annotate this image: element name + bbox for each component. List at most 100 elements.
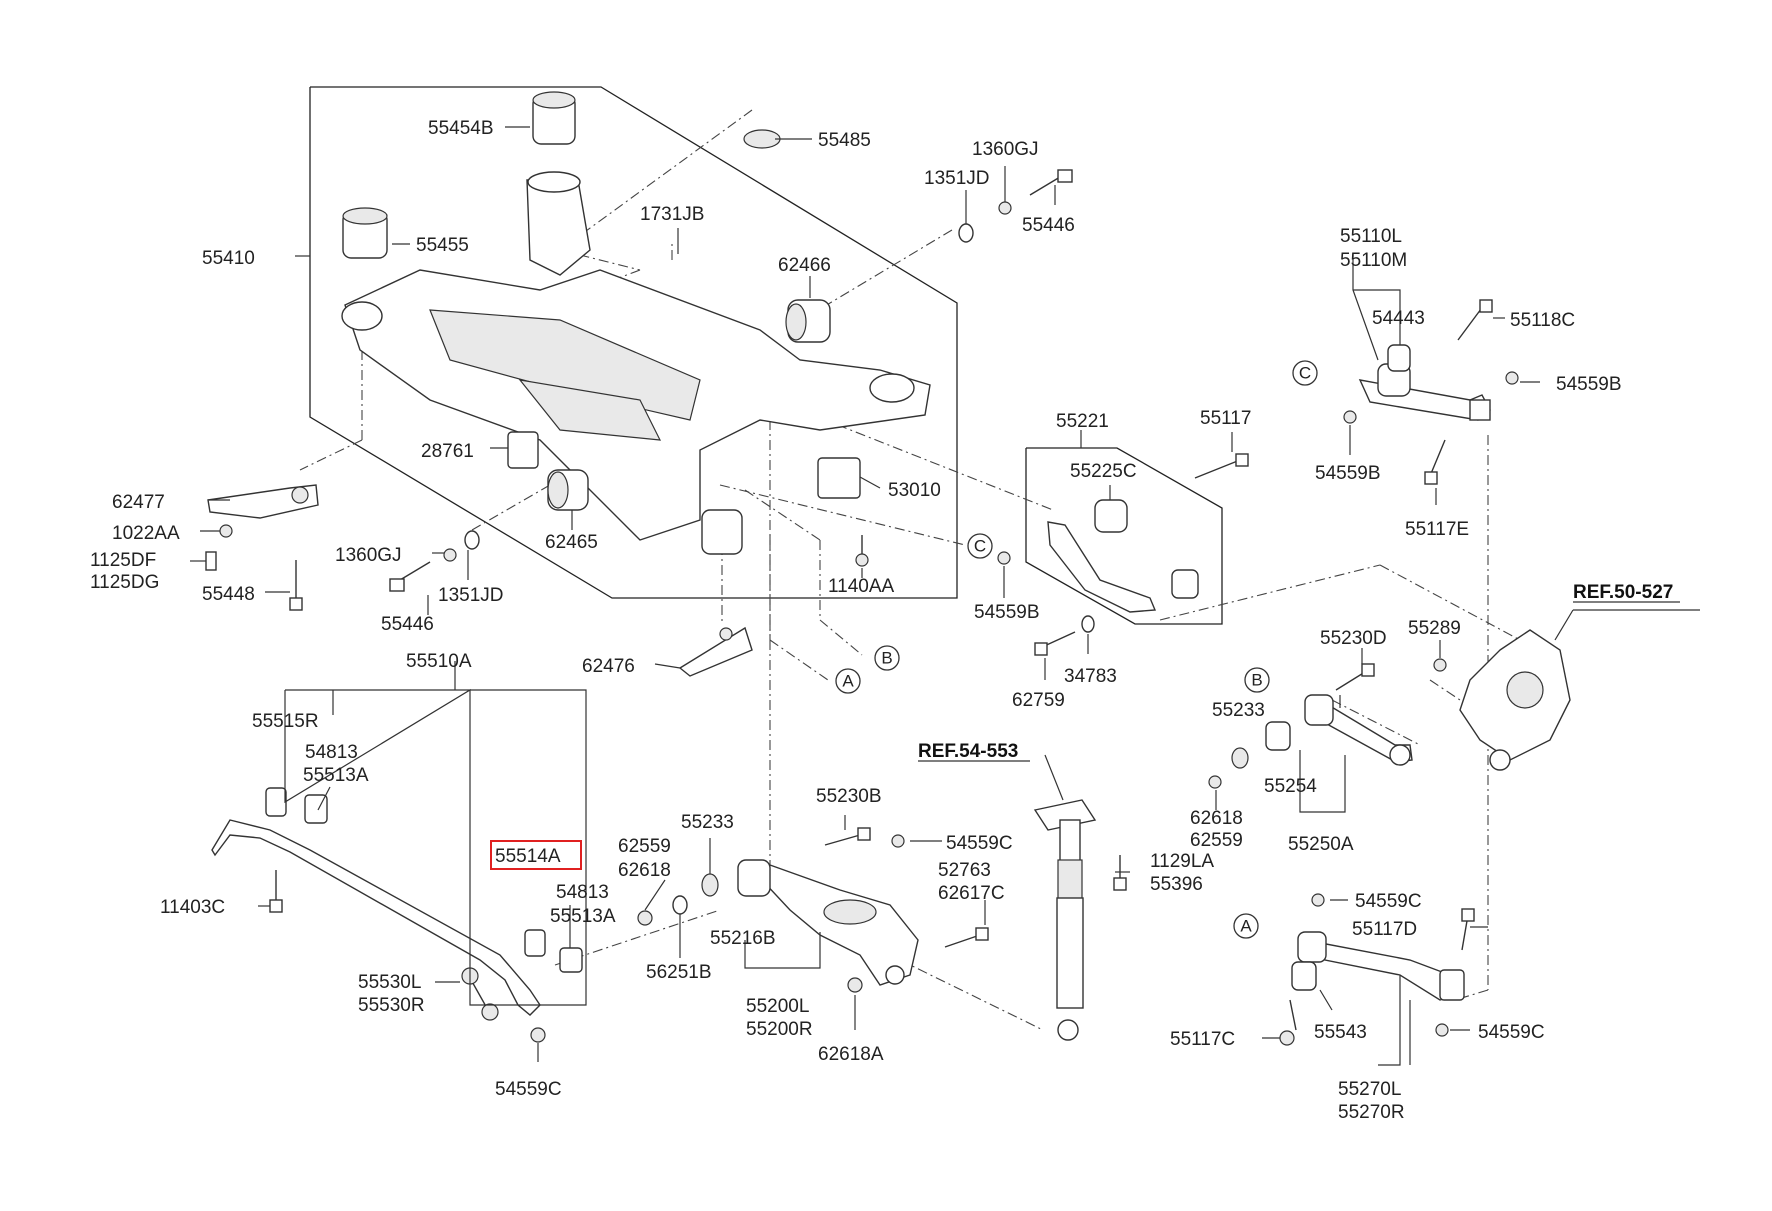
marker-b-right: B (1244, 667, 1270, 693)
part-label-55270r[interactable]: 55270R (1338, 1102, 1405, 1123)
nut-62618a (847, 977, 863, 993)
part-label-62759[interactable]: 62759 (1012, 690, 1065, 711)
part-label-1360gj-mid[interactable]: 1360GJ (335, 545, 402, 566)
ref-54-553-label[interactable]: REF.54-553 (918, 741, 1018, 762)
part-label-55225c[interactable]: 55225C (1070, 461, 1137, 482)
part-label-54813-mid[interactable]: 54813 (556, 882, 609, 903)
part-label-55510a[interactable]: 55510A (406, 651, 472, 672)
part-label-62559-right[interactable]: 62559 (1190, 830, 1243, 851)
nut-54559c-bottom (530, 1027, 546, 1043)
part-label-1022aa[interactable]: 1022AA (112, 523, 180, 544)
part-label-54559c-bottom[interactable]: 54559C (495, 1079, 562, 1100)
bracket-62477 (207, 484, 319, 519)
part-label-54559b-mid[interactable]: 54559B (974, 602, 1040, 623)
part-label-55530l[interactable]: 55530L (358, 972, 421, 993)
part-label-62618a[interactable]: 62618A (818, 1044, 884, 1065)
part-label-62465[interactable]: 62465 (545, 532, 598, 553)
marker-a-right: A (1233, 913, 1259, 939)
part-label-55118c[interactable]: 55118C (1510, 310, 1575, 331)
part-label-1360gj-top[interactable]: 1360GJ (972, 139, 1039, 160)
bushing-55455 (342, 207, 388, 259)
part-label-1125dg[interactable]: 1125DG (90, 572, 159, 593)
part-label-55110m[interactable]: 55110M (1340, 250, 1407, 271)
part-label-55446-mid[interactable]: 55446 (381, 614, 434, 635)
svg-text:C: C (974, 537, 986, 556)
part-label-1351jd-mid[interactable]: 1351JD (438, 585, 504, 606)
part-label-55396[interactable]: 55396 (1150, 874, 1203, 895)
part-label-55530r[interactable]: 55530R (358, 995, 425, 1016)
bolt-55448 (289, 560, 303, 611)
leader-lines (190, 126, 1700, 1066)
clamp-54813-mid (559, 947, 583, 973)
selected-part-highlight (490, 840, 582, 870)
part-label-55216b[interactable]: 55216B (710, 928, 776, 949)
part-label-28761[interactable]: 28761 (421, 441, 474, 462)
part-label-55448[interactable]: 55448 (202, 584, 255, 605)
washer-55233-right (1231, 747, 1249, 769)
part-label-55221[interactable]: 55221 (1056, 411, 1109, 432)
part-label-62559-mid[interactable]: 62559 (618, 836, 671, 857)
part-label-55515r[interactable]: 55515R (252, 711, 319, 732)
washer-1351jd-top (958, 223, 974, 243)
part-label-34783[interactable]: 34783 (1064, 666, 1117, 687)
part-label-54443[interactable]: 54443 (1372, 308, 1425, 329)
part-label-55485[interactable]: 55485 (818, 130, 871, 151)
part-label-55446-top[interactable]: 55446 (1022, 215, 1075, 236)
part-label-55117e[interactable]: 55117E (1405, 519, 1469, 540)
part-label-55454b[interactable]: 55454B (428, 118, 494, 139)
part-label-56251b[interactable]: 56251B (646, 962, 712, 983)
part-label-55514a[interactable]: 55514A (495, 846, 561, 867)
part-label-55230b[interactable]: 55230B (816, 786, 882, 807)
part-label-54813-top[interactable]: 54813 (305, 742, 358, 763)
part-label-55110l[interactable]: 55110L (1340, 226, 1402, 247)
part-label-54559b-right[interactable]: 54559B (1556, 374, 1622, 395)
part-label-55543[interactable]: 55543 (1314, 1022, 1367, 1043)
part-label-55289[interactable]: 55289 (1408, 618, 1461, 639)
part-label-1129la[interactable]: 1129LA (1150, 851, 1214, 872)
part-label-62617c[interactable]: 62617C (938, 883, 1005, 904)
part-label-55410[interactable]: 55410 (202, 248, 255, 269)
bolt-55117e (1424, 439, 1446, 485)
bushing-mount-top (526, 171, 591, 276)
part-label-62618-right[interactable]: 62618 (1190, 808, 1243, 829)
part-label-55117c[interactable]: 55117C (1170, 1029, 1235, 1050)
part-label-62476[interactable]: 62476 (582, 656, 635, 677)
part-label-52763[interactable]: 52763 (938, 860, 991, 881)
part-label-55233-mid[interactable]: 55233 (681, 812, 734, 833)
part-label-62618-mid[interactable]: 62618 (618, 860, 671, 881)
bushing-55543 (1291, 961, 1317, 991)
part-label-62477[interactable]: 62477 (112, 492, 165, 513)
part-label-54559c-right-top[interactable]: 54559C (1355, 891, 1422, 912)
bushing-54443 (1387, 344, 1411, 372)
part-label-1125df[interactable]: 1125DF (90, 550, 156, 571)
part-label-54559b-left[interactable]: 54559B (1315, 463, 1381, 484)
part-label-55230d[interactable]: 55230D (1320, 628, 1387, 649)
bolt-55117c (1279, 999, 1297, 1046)
nut-62618-mid (637, 910, 653, 926)
part-label-55455[interactable]: 55455 (416, 235, 469, 256)
bolt-55230b (824, 827, 871, 846)
bushing-55216b (737, 859, 771, 897)
part-label-55200r[interactable]: 55200R (746, 1019, 813, 1040)
part-label-54559c-right-bottom[interactable]: 54559C (1478, 1022, 1545, 1043)
part-label-54559c-mid[interactable]: 54559C (946, 833, 1013, 854)
part-label-1731jb[interactable]: 1731JB (640, 204, 704, 225)
ref-50-527-label[interactable]: REF.50-527 (1573, 582, 1673, 603)
lower-arm-55200l (761, 864, 919, 986)
bolt-62759 (1034, 631, 1076, 656)
part-label-1351jd-top[interactable]: 1351JD (924, 168, 990, 189)
part-label-55513a-top[interactable]: 55513A (303, 765, 369, 786)
part-label-55250a[interactable]: 55250A (1288, 834, 1354, 855)
part-label-55270l[interactable]: 55270L (1338, 1079, 1401, 1100)
shock-absorber-ref-54-553 (1033, 799, 1097, 1041)
part-label-55233-right[interactable]: 55233 (1212, 700, 1265, 721)
part-label-55254[interactable]: 55254 (1264, 776, 1317, 797)
part-label-55200l[interactable]: 55200L (746, 996, 809, 1017)
part-label-62466[interactable]: 62466 (778, 255, 831, 276)
part-label-1140aa[interactable]: 1140AA (828, 576, 895, 597)
part-label-11403c[interactable]: 11403C (160, 897, 225, 918)
part-label-55513a-mid[interactable]: 55513A (550, 906, 616, 927)
part-label-55117d[interactable]: 55117D (1352, 919, 1417, 940)
part-label-53010[interactable]: 53010 (888, 480, 941, 501)
part-label-55117-top[interactable]: 55117 (1200, 408, 1251, 429)
